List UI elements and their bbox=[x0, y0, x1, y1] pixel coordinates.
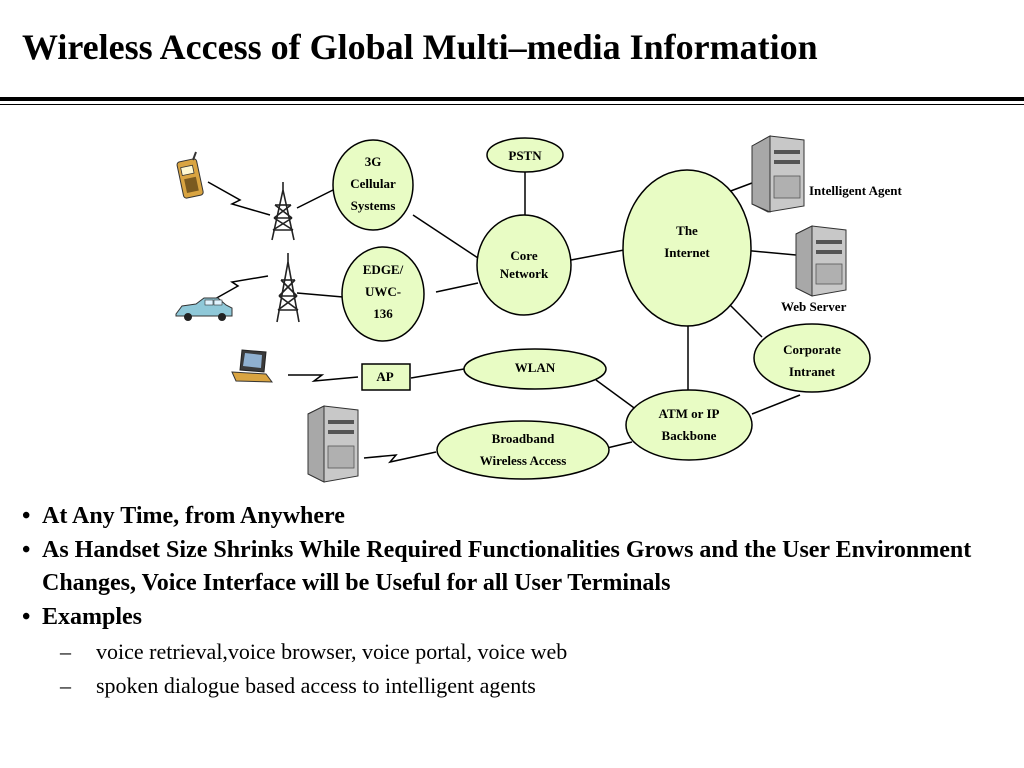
link-internet-corporate bbox=[724, 299, 763, 338]
bullet-item: • At Any Time, from Anywhere bbox=[20, 500, 1010, 533]
bullet-glyph: • bbox=[22, 537, 31, 563]
node-corporate-line-2: Intranet bbox=[789, 364, 836, 379]
bullet-item: • As Handset Size Shrinks While Required … bbox=[20, 534, 1010, 600]
node-atm-line-2: Backbone bbox=[662, 428, 717, 443]
mobile-phone-icon bbox=[176, 151, 204, 199]
sub-bullet-text: voice retrieval,voice browser, voice por… bbox=[96, 639, 568, 664]
link-atm-corporate bbox=[751, 394, 801, 415]
bullet-item: • Examples bbox=[20, 601, 1010, 634]
link-edge-core bbox=[435, 282, 479, 293]
title-divider-thick bbox=[0, 97, 1024, 101]
link-tower1-cellular bbox=[296, 189, 334, 209]
node-cellular-line-3: Systems bbox=[351, 198, 396, 213]
dash-glyph: – bbox=[60, 639, 71, 664]
web-server-label: Web Server bbox=[781, 299, 847, 314]
radio-link-station bbox=[363, 451, 437, 464]
node-core-line-2: Network bbox=[500, 266, 549, 281]
link-ap-wlan bbox=[410, 368, 465, 379]
server-icon bbox=[795, 225, 847, 297]
sub-bullet-text: spoken dialogue based access to intellig… bbox=[96, 673, 536, 698]
sub-bullet-item: –voice retrieval,voice browser, voice po… bbox=[20, 635, 1010, 669]
node-core-line-1: Core bbox=[510, 248, 537, 263]
link-internet-agent bbox=[727, 182, 753, 193]
link-tower2-edge bbox=[296, 292, 344, 298]
node-broadband-line-2: Wireless Access bbox=[480, 453, 567, 468]
node-broadband-line-1: Broadband bbox=[492, 431, 555, 446]
server-icon bbox=[751, 135, 805, 213]
node-ap-label: AP bbox=[376, 369, 393, 384]
bullet-list: • At Any Time, from Anywhere • As Handset … bbox=[20, 500, 1010, 703]
bullet-text: At Any Time, from Anywhere bbox=[42, 503, 345, 529]
node-cellular-line-2: Cellular bbox=[350, 176, 396, 191]
node-edge: EDGE/UWC- 136 bbox=[341, 246, 425, 342]
node-ap: AP bbox=[361, 363, 411, 391]
radio-link-car bbox=[205, 275, 269, 305]
diagram-links bbox=[205, 172, 801, 464]
slide-title: Wireless Access of Global Multi–media In… bbox=[22, 27, 818, 67]
bullet-glyph: • bbox=[22, 503, 31, 529]
sub-bullet-item: –spoken dialogue based access to intelli… bbox=[20, 669, 1010, 703]
node-edge-line-3: 136 bbox=[373, 306, 393, 321]
node-edge-line-2: UWC- bbox=[365, 284, 401, 299]
node-pstn: PSTN bbox=[486, 137, 564, 173]
node-corporate-line-1: Corporate bbox=[783, 342, 841, 357]
server-icon bbox=[307, 405, 359, 483]
car-icon bbox=[175, 297, 233, 321]
node-internet-line-1: The bbox=[676, 223, 698, 238]
link-cellular-core bbox=[412, 214, 479, 259]
intelligent-agent-label: Intelligent Agent bbox=[809, 183, 902, 198]
cell-tower-icon bbox=[271, 182, 295, 241]
node-cellular-line-1: 3G bbox=[365, 154, 382, 169]
node-atm-backbone: ATM or IP Backbone bbox=[625, 389, 753, 461]
link-wlan-atm bbox=[595, 379, 638, 411]
laptop-icon bbox=[231, 349, 274, 383]
radio-link-phone bbox=[207, 181, 271, 216]
node-atm-line-1: ATM or IP bbox=[659, 406, 720, 421]
node-wlan-label: WLAN bbox=[515, 360, 556, 375]
bullet-text: As Handset Size Shrinks While Required F… bbox=[42, 537, 972, 596]
node-internet-line-2: Internet bbox=[664, 245, 710, 260]
link-core-internet bbox=[570, 249, 625, 261]
bullet-text: Examples bbox=[42, 604, 143, 630]
radio-link-laptop bbox=[288, 374, 359, 382]
title-divider-thin bbox=[0, 104, 1024, 105]
node-edge-line-1: EDGE/ bbox=[363, 262, 404, 277]
node-wlan: WLAN bbox=[463, 348, 607, 390]
link-broadband-atm bbox=[606, 441, 633, 449]
dash-glyph: – bbox=[60, 673, 71, 698]
node-pstn-label: PSTN bbox=[508, 148, 542, 163]
cell-tower-icon bbox=[276, 253, 300, 323]
bullet-glyph: • bbox=[22, 604, 31, 630]
svg-text:EDGE/UWC-136: EDGE/UWC- 136 bbox=[363, 262, 404, 321]
